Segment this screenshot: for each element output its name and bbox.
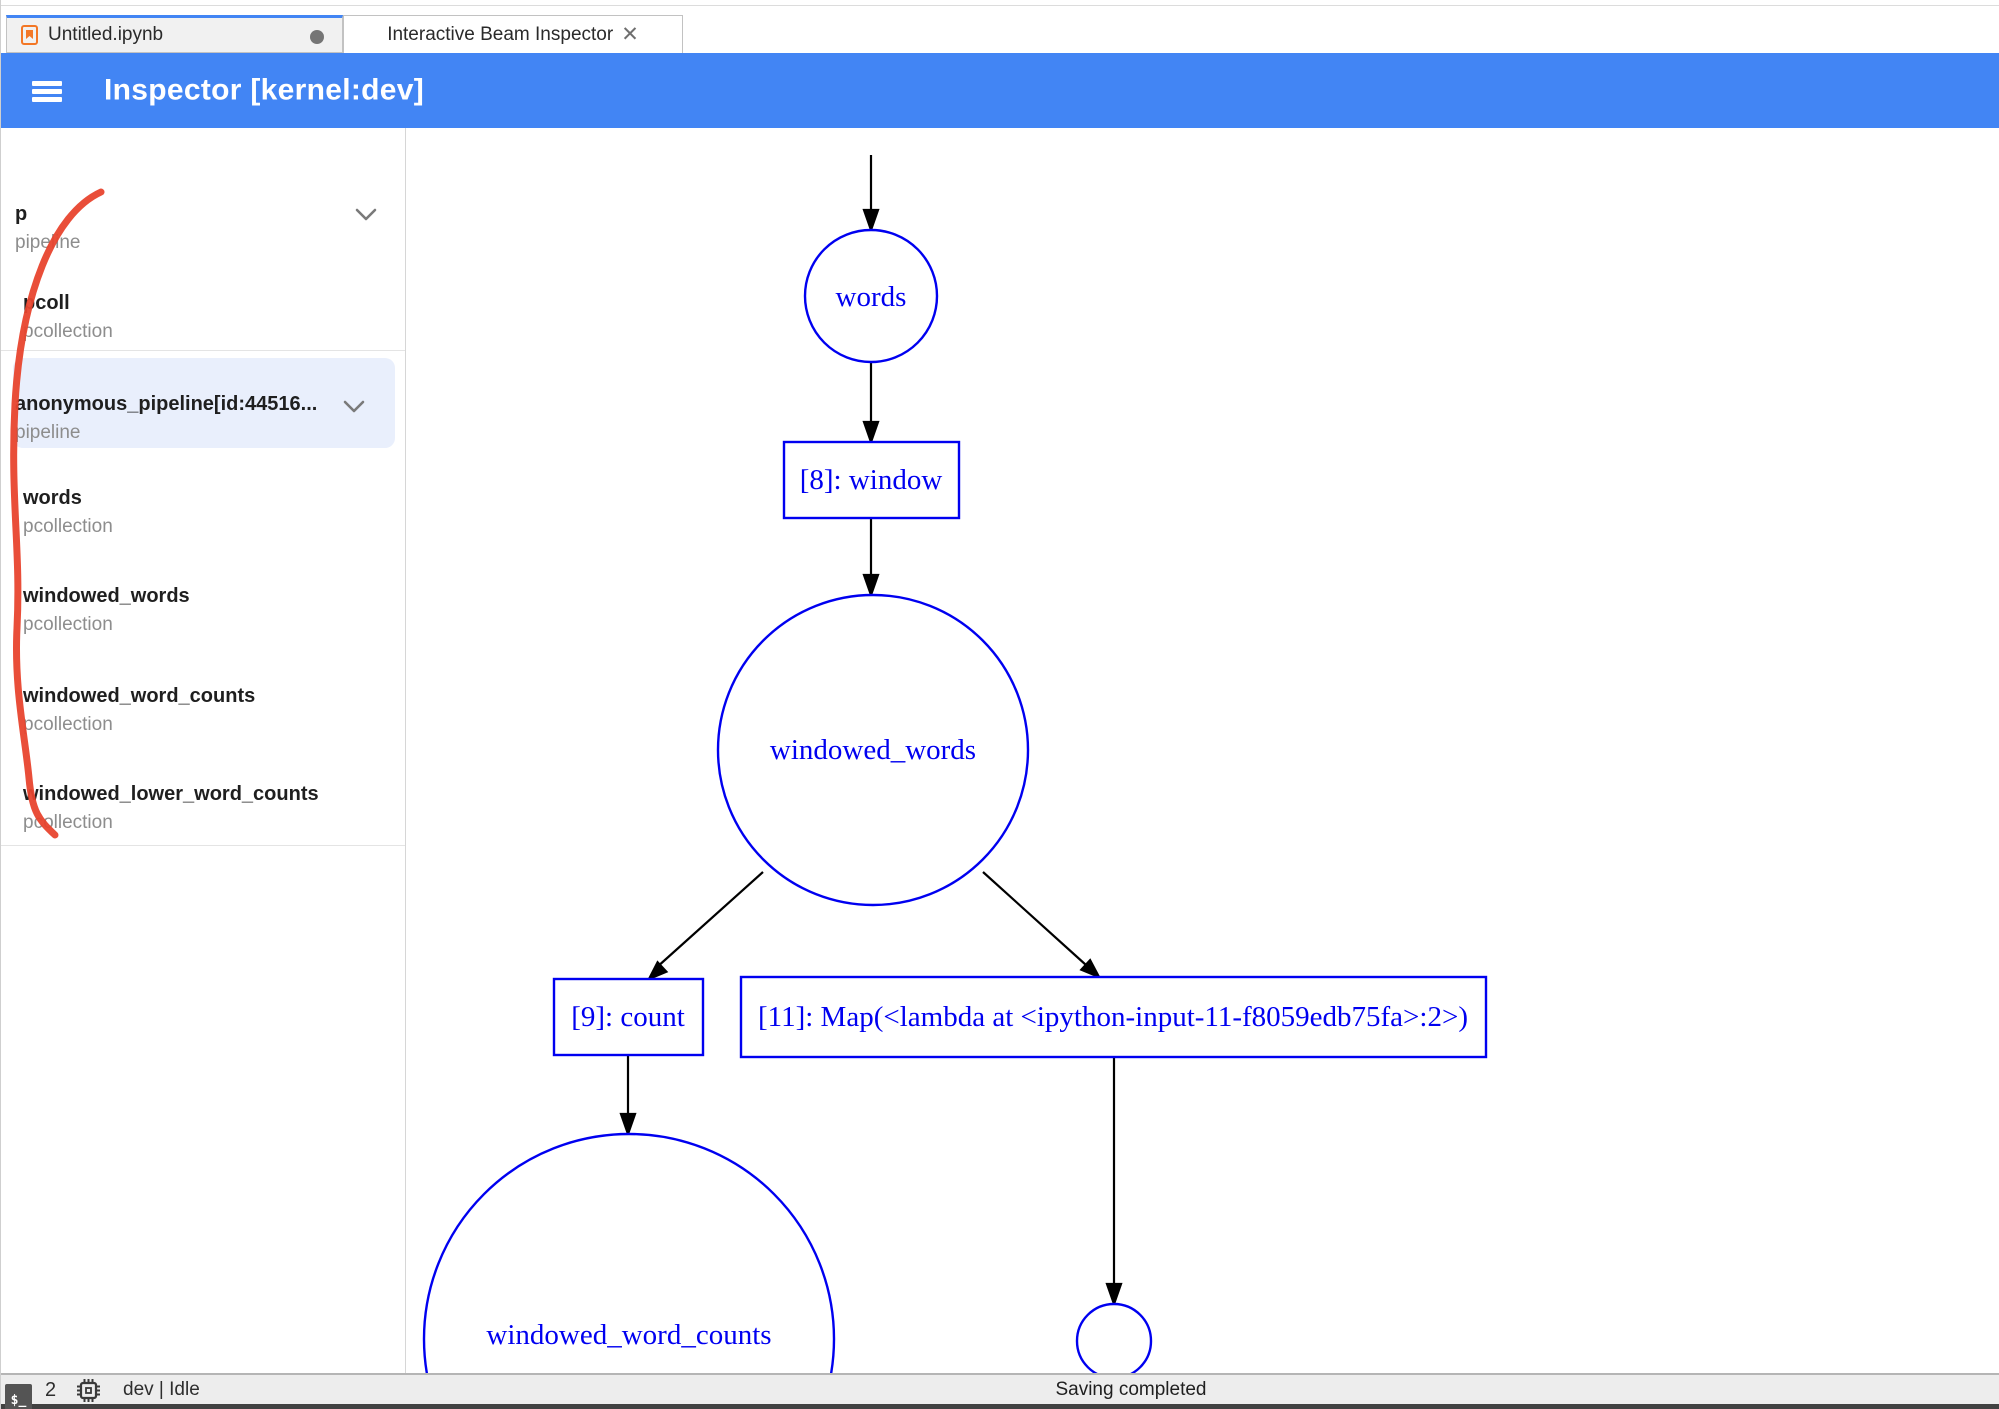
node-label: words (836, 281, 907, 313)
pipeline-graph-pane[interactable]: words [8]: window windowed_words [9]: co… (406, 128, 1999, 1373)
node-map-transform (739, 975, 1488, 1059)
sidebar-item-anonymous-pipeline[interactable]: anonymous_pipeline[id:44516... pipeline (15, 393, 395, 444)
close-icon[interactable]: ✕ (621, 23, 639, 46)
chevron-down-icon[interactable] (353, 206, 379, 224)
pipeline-type: pipeline (15, 232, 81, 253)
dag-edges (619, 155, 1123, 1308)
sidebar-section-divider (1, 350, 405, 351)
sidebar-item-pcoll[interactable]: pcoll pcollection (23, 292, 427, 343)
node-label: [9]: count (571, 1001, 685, 1033)
notebook-icon (21, 25, 38, 45)
kernel-count[interactable]: 2 (45, 1379, 57, 1401)
pcollection-name: windowed_words (23, 585, 190, 607)
tab-label: Untitled.ipynb (48, 24, 164, 45)
pipeline-name: anonymous_pipeline[id:44516... (15, 393, 318, 415)
dag-nodes (422, 228, 1488, 1373)
sidebar-item-windowed-word-counts[interactable]: windowed_word_counts pcollection (23, 685, 427, 736)
node-label: [11]: Map(<lambda at <ipython-input-11-f… (758, 1001, 1468, 1033)
node-window-transform (782, 440, 961, 520)
tab-untitled-notebook[interactable]: Untitled.ipynb (6, 15, 343, 53)
node-label: windowed_words (770, 734, 976, 766)
sidebar-section-divider (1, 845, 405, 846)
page-title: Inspector [kernel:dev] (104, 72, 425, 106)
hamburger-menu-icon[interactable] (32, 81, 62, 102)
dag-labels: words [8]: window windowed_words [9]: co… (486, 281, 1468, 1351)
sidebar-item-windowed-lower-word-counts[interactable]: windowed_lower_word_counts pcollection (23, 783, 427, 834)
node-label: [8]: window (800, 464, 943, 496)
window-top-edge (1, 5, 1999, 6)
pcollection-type: pcollection (23, 812, 113, 833)
pcollection-type: pcollection (23, 516, 113, 537)
tab-label: Interactive Beam Inspector (387, 23, 614, 45)
pcollection-type: pcollection (23, 614, 113, 635)
node-windowed-word-counts (422, 1132, 836, 1373)
pipeline-dag: words [8]: window windowed_words [9]: co… (422, 155, 1488, 1373)
node-count-transform (552, 977, 705, 1057)
window-bottom-edge (1, 1404, 1999, 1409)
sidebar-item-words[interactable]: words pcollection (23, 487, 427, 538)
node-words (803, 228, 939, 364)
save-status-message: Saving completed (1055, 1379, 1207, 1400)
node-windowed-words (716, 593, 1030, 907)
pcollection-name: words (23, 487, 82, 509)
pcollection-name: windowed_word_counts (23, 685, 256, 707)
pipeline-sidebar: p pipeline pcoll pcollection anonymous_p… (1, 128, 406, 1373)
status-bar: $_ 2 dev | Idle Saving completed (1, 1373, 1999, 1409)
terminal-icon[interactable]: $_ (5, 1384, 32, 1409)
tab-interactive-beam-inspector[interactable]: Interactive Beam Inspector ✕ (343, 15, 683, 53)
unsaved-changes-dot (310, 30, 324, 44)
pcollection-name: pcoll (23, 292, 70, 314)
pipeline-type: pipeline (15, 422, 81, 443)
pcollection-type: pcollection (23, 321, 113, 342)
inspector-header: Inspector [kernel:dev] (1, 53, 1999, 128)
dock-tabbar: Untitled.ipynb Interactive Beam Inspecto… (1, 15, 1999, 53)
pcollection-name: windowed_lower_word_counts (23, 783, 319, 805)
kernel-chip-icon[interactable] (75, 1377, 102, 1404)
pcollection-type: pcollection (23, 714, 113, 735)
main-content: p pipeline pcoll pcollection anonymous_p… (1, 128, 1999, 1373)
chevron-down-icon[interactable] (341, 398, 367, 416)
node-windowed-lower-word-counts (1075, 1302, 1153, 1373)
node-label: windowed_word_counts (486, 1319, 771, 1351)
sidebar-item-windowed-words[interactable]: windowed_words pcollection (23, 585, 427, 636)
kernel-status[interactable]: dev | Idle (123, 1379, 200, 1400)
sidebar-item-p[interactable]: p pipeline (15, 203, 419, 254)
